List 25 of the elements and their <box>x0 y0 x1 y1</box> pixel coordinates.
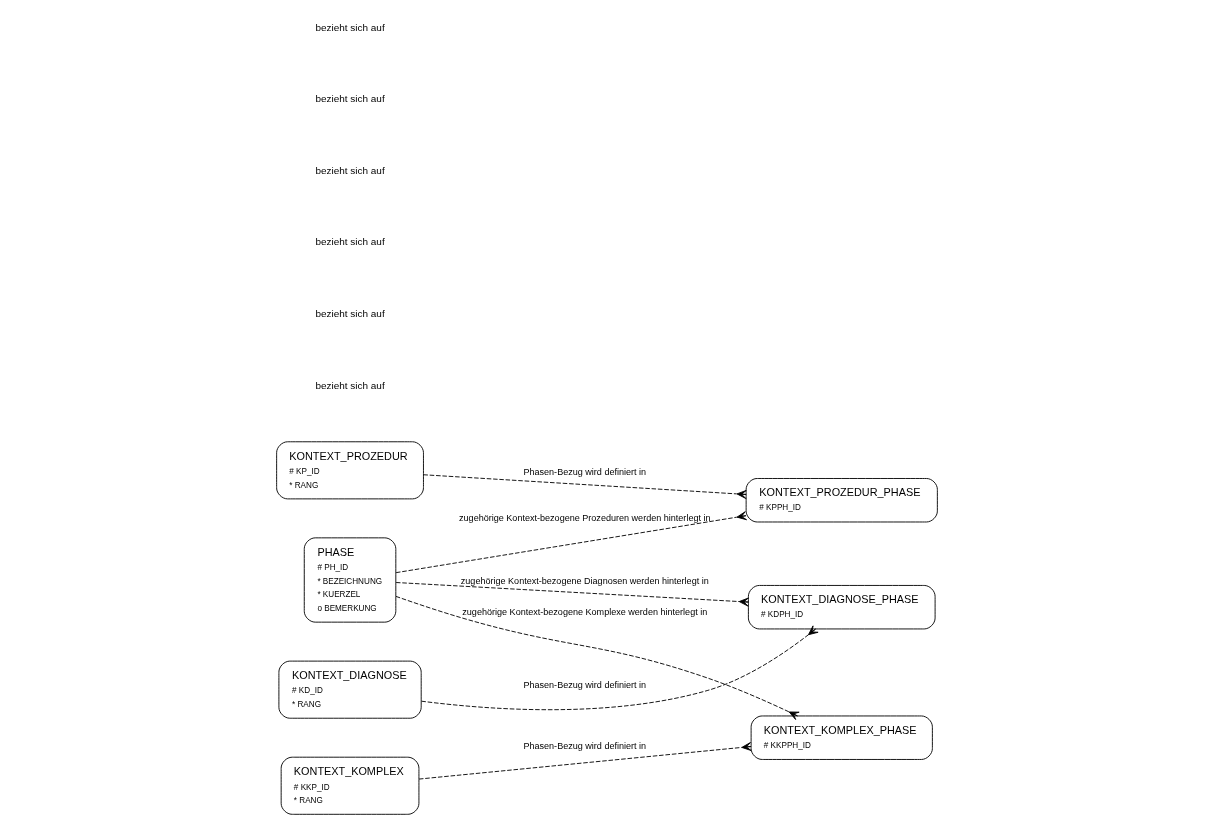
edge-label: zugehörige Kontext-bezogene Diagnosen werden hinterlegt in <box>460 575 709 586</box>
node-box: PHASE # PH_ID * BEZEICHNUNG * KUERZEL o BEMERKUNG <box>303 537 396 623</box>
edge-label: Phasen-Bezug wird definiert in <box>522 466 646 477</box>
edge-label: Phasen-Bezug wird definiert in <box>522 740 646 751</box>
node-box: KONTEXT_DIAGNOSE_PHASE # KDPH_ID <box>747 585 936 630</box>
label: bezieht sich auf <box>314 236 385 248</box>
edge-label: zugehörige Kontext-bezogene Komplexe werden hinterlegt in <box>461 607 707 618</box>
node-box: KONTEXT_KOMPLEX_PHASE # KKPPH_ID <box>750 715 933 760</box>
connector <box>420 625 819 711</box>
node-box: KONTEXT_KOMPLEX # KKP_ID * RANG <box>280 756 419 815</box>
edge-label: Phasen-Bezug wird definiert in <box>522 679 646 690</box>
label: bezieht sich auf <box>314 93 385 105</box>
connector <box>422 474 747 499</box>
connector <box>418 742 752 780</box>
edge-label: zugehörige Kontext-bezogene Prozeduren werden hinterlegt in <box>458 513 711 524</box>
node-box: KONTEXT_DIAGNOSE # KD_ID * RANG <box>277 660 422 719</box>
label: bezieht sich auf <box>314 21 385 33</box>
label: bezieht sich auf <box>314 307 385 319</box>
label: bezieht sich auf <box>314 164 385 176</box>
connector <box>395 511 747 574</box>
node-box: KONTEXT_PROZEDUR_PHASE # KPPH_ID <box>745 478 938 523</box>
label: bezieht sich auf <box>314 379 385 391</box>
connector <box>395 595 800 720</box>
node-box: KONTEXT_PROZEDUR # KP_ID * RANG <box>275 441 424 500</box>
connector <box>395 582 749 607</box>
